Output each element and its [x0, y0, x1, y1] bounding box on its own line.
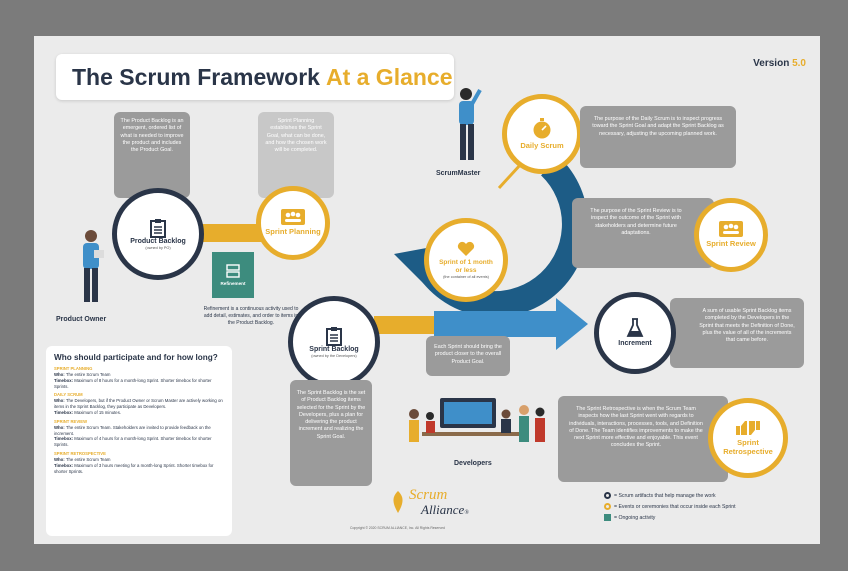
refinement-description: Refinement is a continuous activity used… [203, 306, 299, 326]
sprint-backlog-circle: Sprint Backlog (owned by the Developers) [288, 296, 380, 388]
logo-word-2: Alliance [421, 502, 465, 517]
flame-logo-icon [393, 491, 403, 513]
product-owner-label: Product Owner [56, 316, 107, 323]
participation-title: Who should participate and for how long? [54, 353, 218, 362]
legend-item: = Events or ceremonies that occur inside… [604, 503, 736, 510]
participation-who: The entire Scrum Team. Stakeholders are … [54, 424, 211, 436]
sprint-review-card: The purpose of the Sprint Review is to i… [572, 198, 714, 268]
thumbs-icon [736, 421, 760, 436]
flask-icon [626, 318, 644, 338]
activity-square-icon [604, 514, 611, 521]
logo-mark: ® [464, 510, 469, 516]
increment-arrow-head [556, 298, 588, 350]
participation-heading: SPRINT RETROSPECTIVE [54, 450, 106, 456]
legend-text: = Scrum artifacts that help manage the w… [614, 492, 716, 499]
who-label: Who: [54, 424, 65, 430]
who-label: Who: [54, 456, 65, 462]
copyright-text: Copyright © 2020 SCRUM ALLIANCE, Inc. Al… [350, 526, 445, 530]
sprint-retrospective-label: Sprint Retrospective [723, 438, 773, 456]
daily-scrum-label: Daily Scrum [520, 140, 564, 150]
sprint-review-circle: Sprint Review [694, 198, 768, 272]
title-box: The Scrum Framework At a Glance [56, 54, 454, 100]
artifact-circle-icon [604, 492, 611, 499]
participation-timebox: Maximum of 3 hours meeting for a month-l… [54, 462, 214, 474]
daily-scrum-connector [497, 162, 523, 190]
product-backlog-owner: (owned by PO) [145, 246, 171, 251]
legend-text: = Ongoing activity [614, 514, 656, 521]
sprint-sub: (the container of all events) [443, 274, 489, 279]
legend-item: = Scrum artifacts that help manage the w… [604, 492, 736, 499]
sprint-retrospective-circle: Sprint Retrospective [708, 398, 788, 478]
who-label: Who: [54, 398, 65, 404]
version-number: 5.0 [792, 58, 806, 69]
participation-panel: Who should participate and for how long?… [46, 346, 232, 536]
participation-heading: DAILY SCRUM [54, 392, 83, 398]
scrum-master-label: ScrumMaster [436, 170, 481, 177]
product-owner-figure [83, 230, 104, 302]
sprint-circle: Sprint of 1 month or less (the container… [424, 218, 508, 302]
event-circle-icon [604, 503, 611, 510]
sprint-planning-circle: Sprint Planning [256, 186, 330, 260]
version-label: Version 5.0 [753, 58, 806, 69]
poster-title-accent: At a Glance [325, 63, 453, 90]
sprint-backlog-label: Sprint Backlog [309, 345, 359, 353]
product-backlog-label: Product Backlog [130, 237, 186, 245]
sprint-retrospective-card: The Sprint Retrospective is when the Scr… [558, 396, 728, 482]
sprint-backlog-owner: (owned by the Developers) [311, 354, 357, 359]
sprint-backlog-connector [374, 316, 434, 334]
stopwatch-icon [533, 117, 551, 139]
participation-section: SPRINT RETROSPECTIVE Who: The entire Scr… [54, 451, 224, 474]
clipboard-icon [326, 326, 342, 346]
participation-timebox: Maximum of 4 hours for a month-long Spri… [54, 436, 212, 448]
increment-arrow-body [434, 311, 558, 337]
backlog-to-planning-connector [202, 224, 270, 242]
participation-section: SPRINT REVIEW Who: The entire Scrum Team… [54, 419, 224, 448]
participation-timebox: Maximum of 15 minutes. [74, 409, 122, 415]
scrum-alliance-logo: Scrum Alliance® [390, 488, 469, 516]
timebox-label: Timebox: [54, 436, 74, 442]
participation-heading: SPRINT PLANNING [54, 366, 93, 371]
legend-item: = Ongoing activity [604, 514, 736, 521]
sprint-backlog-card: The Sprint Backlog is the set of Product… [290, 380, 372, 486]
participation-timebox: Maximum of 8 hours for a month-long Spri… [54, 377, 212, 389]
increment-label: Increment [618, 340, 652, 348]
clipboard-icon [150, 218, 166, 238]
team-icon [719, 221, 743, 238]
increment-circle: Increment [594, 292, 676, 374]
who-label: Who: [54, 372, 65, 377]
timebox-label: Timebox: [54, 377, 74, 383]
developers-label: Developers [454, 460, 492, 467]
participation-who: The entire Scrum Team [65, 372, 111, 377]
participation-section: DAILY SCRUM Who: The Developers, but if … [54, 392, 224, 415]
scrum-master-figure [459, 88, 482, 160]
timebox-label: Timebox: [54, 409, 74, 415]
refinement-label: Refinement [220, 281, 246, 286]
sprint-review-label: Sprint Review [706, 239, 756, 249]
participation-who: The Developers, but if the Product Owner… [54, 398, 223, 410]
heart-icon [457, 242, 475, 257]
participation-heading: SPRINT REVIEW [54, 418, 88, 424]
sprint-card: Each Sprint should bring the product clo… [426, 336, 510, 376]
legend-text: = Events or ceremonies that occur inside… [614, 503, 736, 510]
server-icon [226, 264, 240, 278]
sprint-label: Sprint of 1 month or less [439, 259, 493, 274]
team-icon [281, 209, 305, 226]
daily-scrum-card: The purpose of the Daily Scrum is to ins… [580, 106, 736, 168]
refinement-box: Refinement [212, 252, 254, 298]
poster-title: The Scrum Framework [72, 63, 320, 90]
sprint-planning-label: Sprint Planning [265, 227, 321, 237]
participation-section: SPRINT PLANNING Who: The entire Scrum Te… [54, 366, 224, 389]
legend: = Scrum artifacts that help manage the w… [604, 492, 736, 525]
sprint-planning-card: Sprint Planning establishes the Sprint G… [258, 112, 334, 198]
scrum-poster: The Scrum Framework At a Glance Version … [34, 36, 820, 544]
version-text: Version [753, 58, 790, 69]
developers-illustration [409, 398, 545, 442]
increment-card: A sum of usable Sprint Backlog items com… [670, 298, 804, 368]
participation-who: The entire Scrum Team [65, 456, 111, 462]
timebox-label: Timebox: [54, 462, 74, 468]
product-backlog-circle: Product Backlog (owned by PO) [112, 188, 204, 280]
daily-scrum-circle: Daily Scrum [502, 94, 582, 174]
logo-word-1: Scrum [409, 487, 448, 503]
product-backlog-card: The Product Backlog is an emergent, orde… [114, 112, 190, 198]
